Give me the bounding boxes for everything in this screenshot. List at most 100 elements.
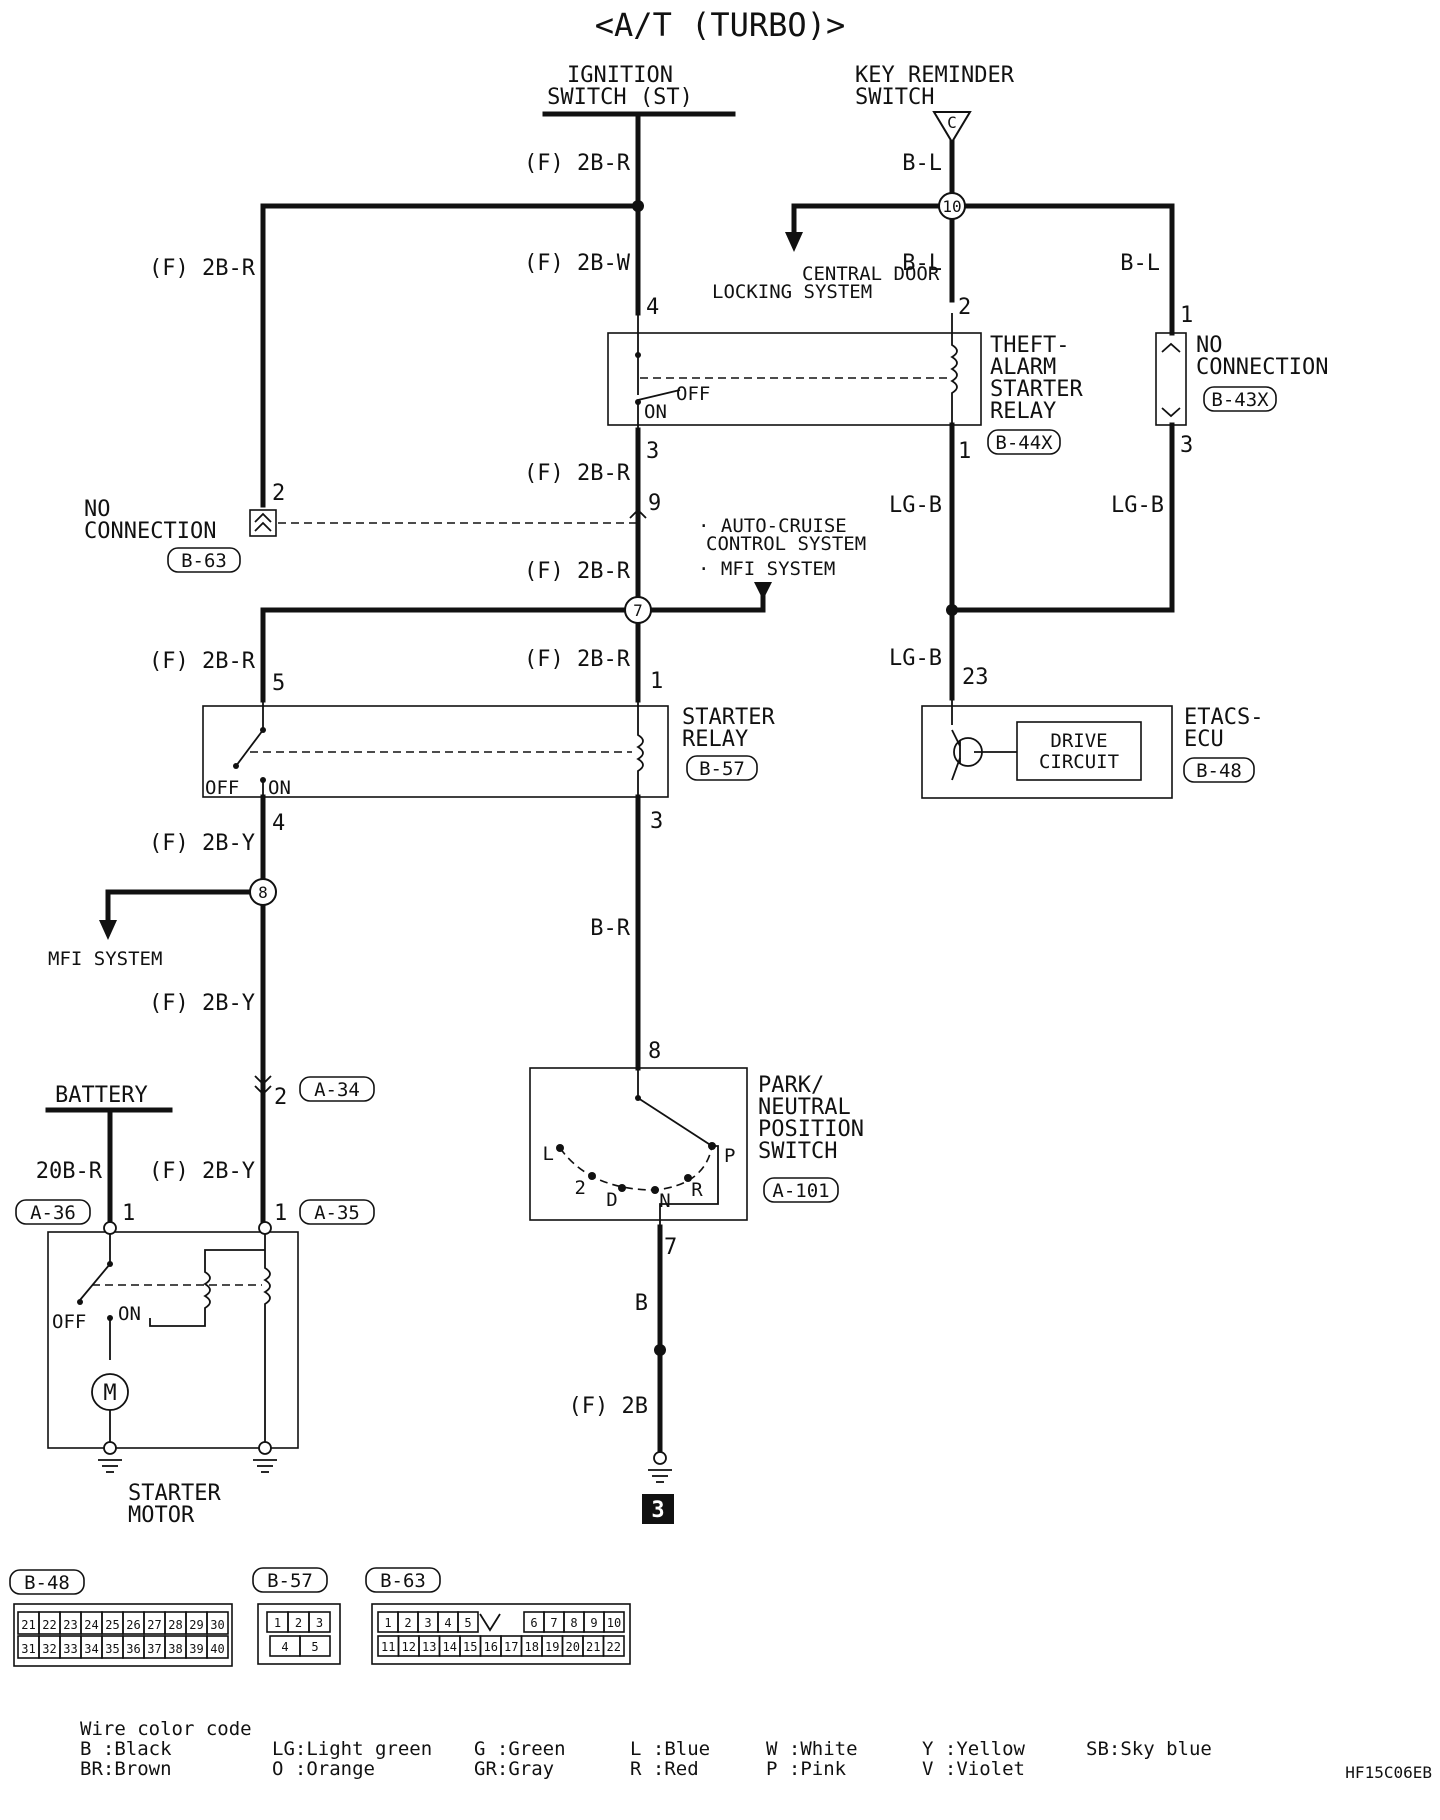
- relay-on-label: ON: [268, 777, 291, 799]
- b57-pin-number: 1: [274, 1616, 281, 1630]
- a36-code: A-36: [15, 1199, 91, 1225]
- mfi-lower-label: MFI SYSTEM: [48, 948, 162, 970]
- b48-pin-number: 35: [105, 1642, 119, 1656]
- wire-label: (F) 2B-Y: [149, 991, 255, 1016]
- pin-label: 1: [1180, 303, 1193, 328]
- starter-relay-label: RELAY: [682, 727, 748, 752]
- b48-pin-number: 24: [84, 1618, 98, 1632]
- connector-mark: [254, 1085, 272, 1096]
- b48-cell: [206, 1635, 229, 1659]
- b57-cell: [299, 1635, 331, 1657]
- pin-label: 1: [958, 439, 971, 464]
- legend-item: P :Pink: [766, 1758, 847, 1780]
- wire-label: (F) 2B-Y: [149, 1159, 255, 1184]
- wire-label: LG-B: [889, 493, 942, 518]
- wire-label: (F) 2B-R: [524, 647, 631, 672]
- no-connection-label: NO: [1196, 333, 1223, 358]
- pin-label: 4: [272, 811, 285, 836]
- pin-label: 2: [272, 481, 285, 506]
- pn-switch-label: SWITCH: [758, 1139, 837, 1164]
- no-connection-b43x: [1155, 332, 1187, 426]
- b48-cell: [206, 1611, 229, 1635]
- svg-text:A-35: A-35: [314, 1202, 360, 1224]
- legend-item: B :Black: [80, 1738, 172, 1760]
- b48-pin-number: 23: [63, 1618, 77, 1632]
- b63-pin-number: 9: [590, 1616, 597, 1630]
- b57-pin-number: 5: [311, 1640, 318, 1654]
- b48-pin-number: 33: [63, 1642, 77, 1656]
- pin-label: 1: [650, 669, 663, 694]
- svg-text:D: D: [606, 1189, 617, 1211]
- central-door-label: LOCKING SYSTEM: [712, 281, 872, 303]
- b63-pin-number: 15: [463, 1640, 477, 1654]
- svg-text:B-44X: B-44X: [995, 432, 1053, 454]
- b63-pin-number: 2: [404, 1616, 411, 1630]
- starter-relay-code: B-57: [686, 755, 758, 781]
- b63-pin-number: 10: [607, 1616, 621, 1630]
- b57-pin-number: 2: [295, 1616, 302, 1630]
- b63-pin-number: 3: [424, 1616, 431, 1630]
- legend-item: W :White: [766, 1738, 858, 1760]
- b63-pin-number: 1: [384, 1616, 391, 1630]
- b63-pin-number: 13: [422, 1640, 436, 1654]
- mfi-upper-label: · MFI SYSTEM: [698, 558, 835, 580]
- svg-text:B-63: B-63: [181, 550, 227, 572]
- svg-text:B-57: B-57: [699, 758, 745, 780]
- b63-cell: [457, 1611, 479, 1633]
- a34-code: A-34: [299, 1076, 375, 1102]
- diagram-title: <A/T (TURBO)>: [595, 6, 845, 44]
- no-connection-label: CONNECTION: [84, 519, 216, 544]
- etacs-label: ECU: [1184, 727, 1224, 752]
- theft-alarm-relay: OFF ON: [607, 313, 982, 430]
- wire-label: B: [635, 1291, 648, 1316]
- b48-pin-number: 29: [189, 1618, 203, 1632]
- b48-pin-number: 25: [105, 1618, 119, 1632]
- pin-label: 7: [664, 1235, 677, 1260]
- mfi-upper-arrow: [754, 582, 772, 600]
- pn-switch-label: POSITION: [758, 1117, 864, 1142]
- wire-label: B-L: [902, 251, 942, 276]
- wire-color-legend: Wire color code B :BlackBR:BrownLG:Light…: [80, 1718, 1212, 1780]
- pn-switch-label: NEUTRAL: [758, 1095, 851, 1120]
- b48-pin-number: 30: [210, 1618, 224, 1632]
- wire-label: B-R: [590, 916, 630, 941]
- legend-item: O :Orange: [272, 1758, 375, 1780]
- auto-cruise-label: CONTROL SYSTEM: [706, 533, 866, 555]
- b63-key-mark: [479, 1613, 501, 1632]
- theft-relay-code: B-44X: [987, 429, 1061, 455]
- theft-relay-label: RELAY: [990, 399, 1056, 424]
- central-door-arrow: [785, 232, 803, 252]
- pin-label: 23: [962, 665, 989, 690]
- central-door-label: CENTRAL DOOR: [802, 263, 940, 285]
- pin-label: 4: [646, 295, 659, 320]
- legend-item: R :Red: [630, 1758, 699, 1780]
- legend-item: V :Violet: [922, 1758, 1025, 1780]
- svg-text:B-57: B-57: [267, 1570, 313, 1592]
- pin-label: 3: [646, 439, 659, 464]
- svg-text:A-36: A-36: [30, 1202, 76, 1224]
- etacs-code: B-48: [1183, 757, 1255, 783]
- wire-label: (F) 2B-R: [524, 559, 631, 584]
- legend-item: GR:Gray: [474, 1758, 554, 1780]
- junction-10: 10: [938, 192, 966, 220]
- b63-pin-number: 5: [464, 1616, 471, 1630]
- ground-symbol: [648, 1451, 672, 1483]
- pin-label: 2: [958, 295, 971, 320]
- svg-text:C: C: [947, 113, 957, 132]
- legend-item: Y :Yellow: [922, 1738, 1026, 1760]
- relay-off-label: OFF: [205, 777, 239, 799]
- wire-label: (F) 2B-R: [524, 151, 631, 176]
- pin-label: 9: [648, 491, 661, 516]
- junction-7: 7: [624, 596, 652, 624]
- b48-pin-number: 39: [189, 1642, 203, 1656]
- wire-label: (F) 2B: [569, 1394, 648, 1419]
- pn-switch-label: PARK/: [758, 1073, 824, 1098]
- junction-8: 8: [249, 878, 277, 906]
- svg-text:8: 8: [258, 883, 268, 902]
- theft-relay-label: THEFT-: [990, 333, 1069, 358]
- svg-text:3: 3: [651, 1498, 664, 1523]
- svg-text:B-48: B-48: [24, 1572, 70, 1594]
